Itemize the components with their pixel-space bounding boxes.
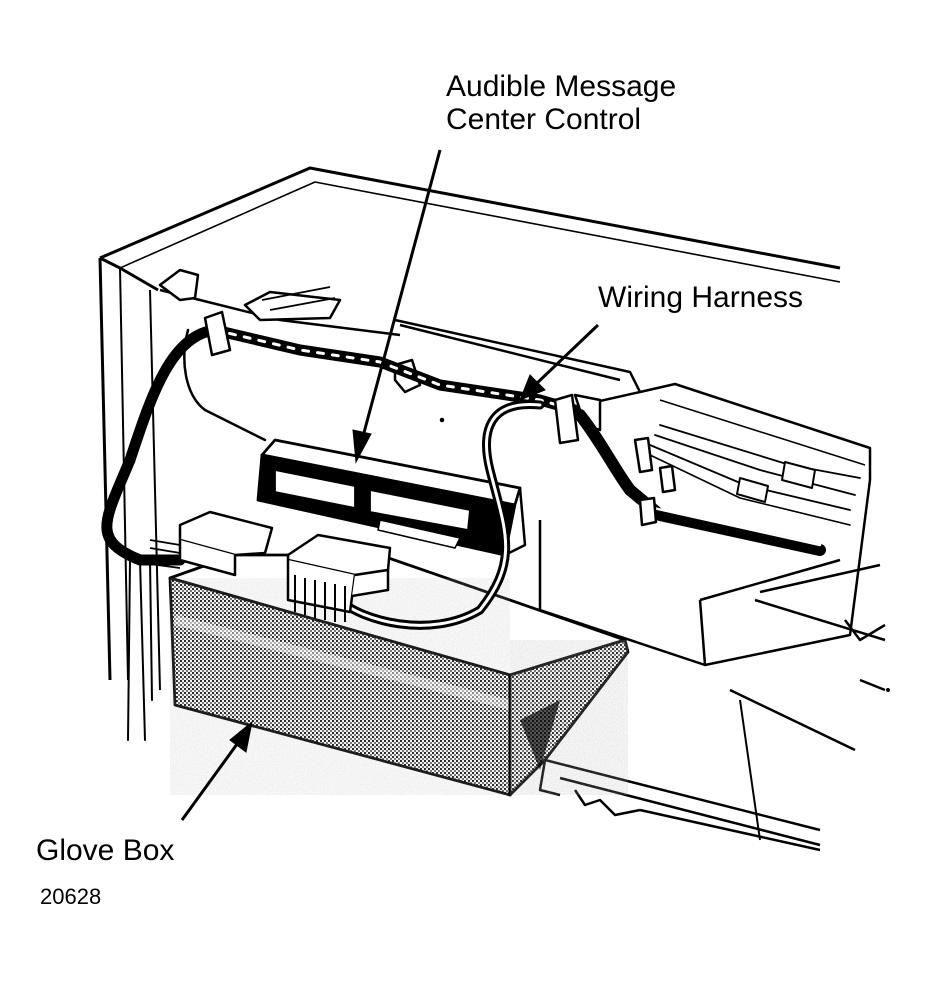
connector-center [286, 533, 392, 622]
glove-box [168, 553, 630, 797]
label-glove-box: Glove Box [36, 834, 175, 867]
detail-marks [439, 417, 890, 692]
label-audible-message-center: Audible Message Center Control [446, 70, 676, 136]
message-center-module [256, 438, 527, 557]
arrow-message-center [360, 149, 442, 441]
label-line-1: Audible Message [446, 70, 677, 103]
label-wiring-harness: Wiring Harness [598, 281, 804, 314]
figure-number: 20628 [40, 884, 102, 909]
dashboard-shelf [159, 288, 886, 852]
arrow-glove-box [180, 739, 242, 821]
label-line-2: Center Control [446, 103, 642, 136]
connector-left [149, 510, 274, 577]
wiring-harness [101, 310, 861, 741]
leader-arrows [180, 149, 600, 821]
arrow-wiring-harness [533, 323, 600, 387]
